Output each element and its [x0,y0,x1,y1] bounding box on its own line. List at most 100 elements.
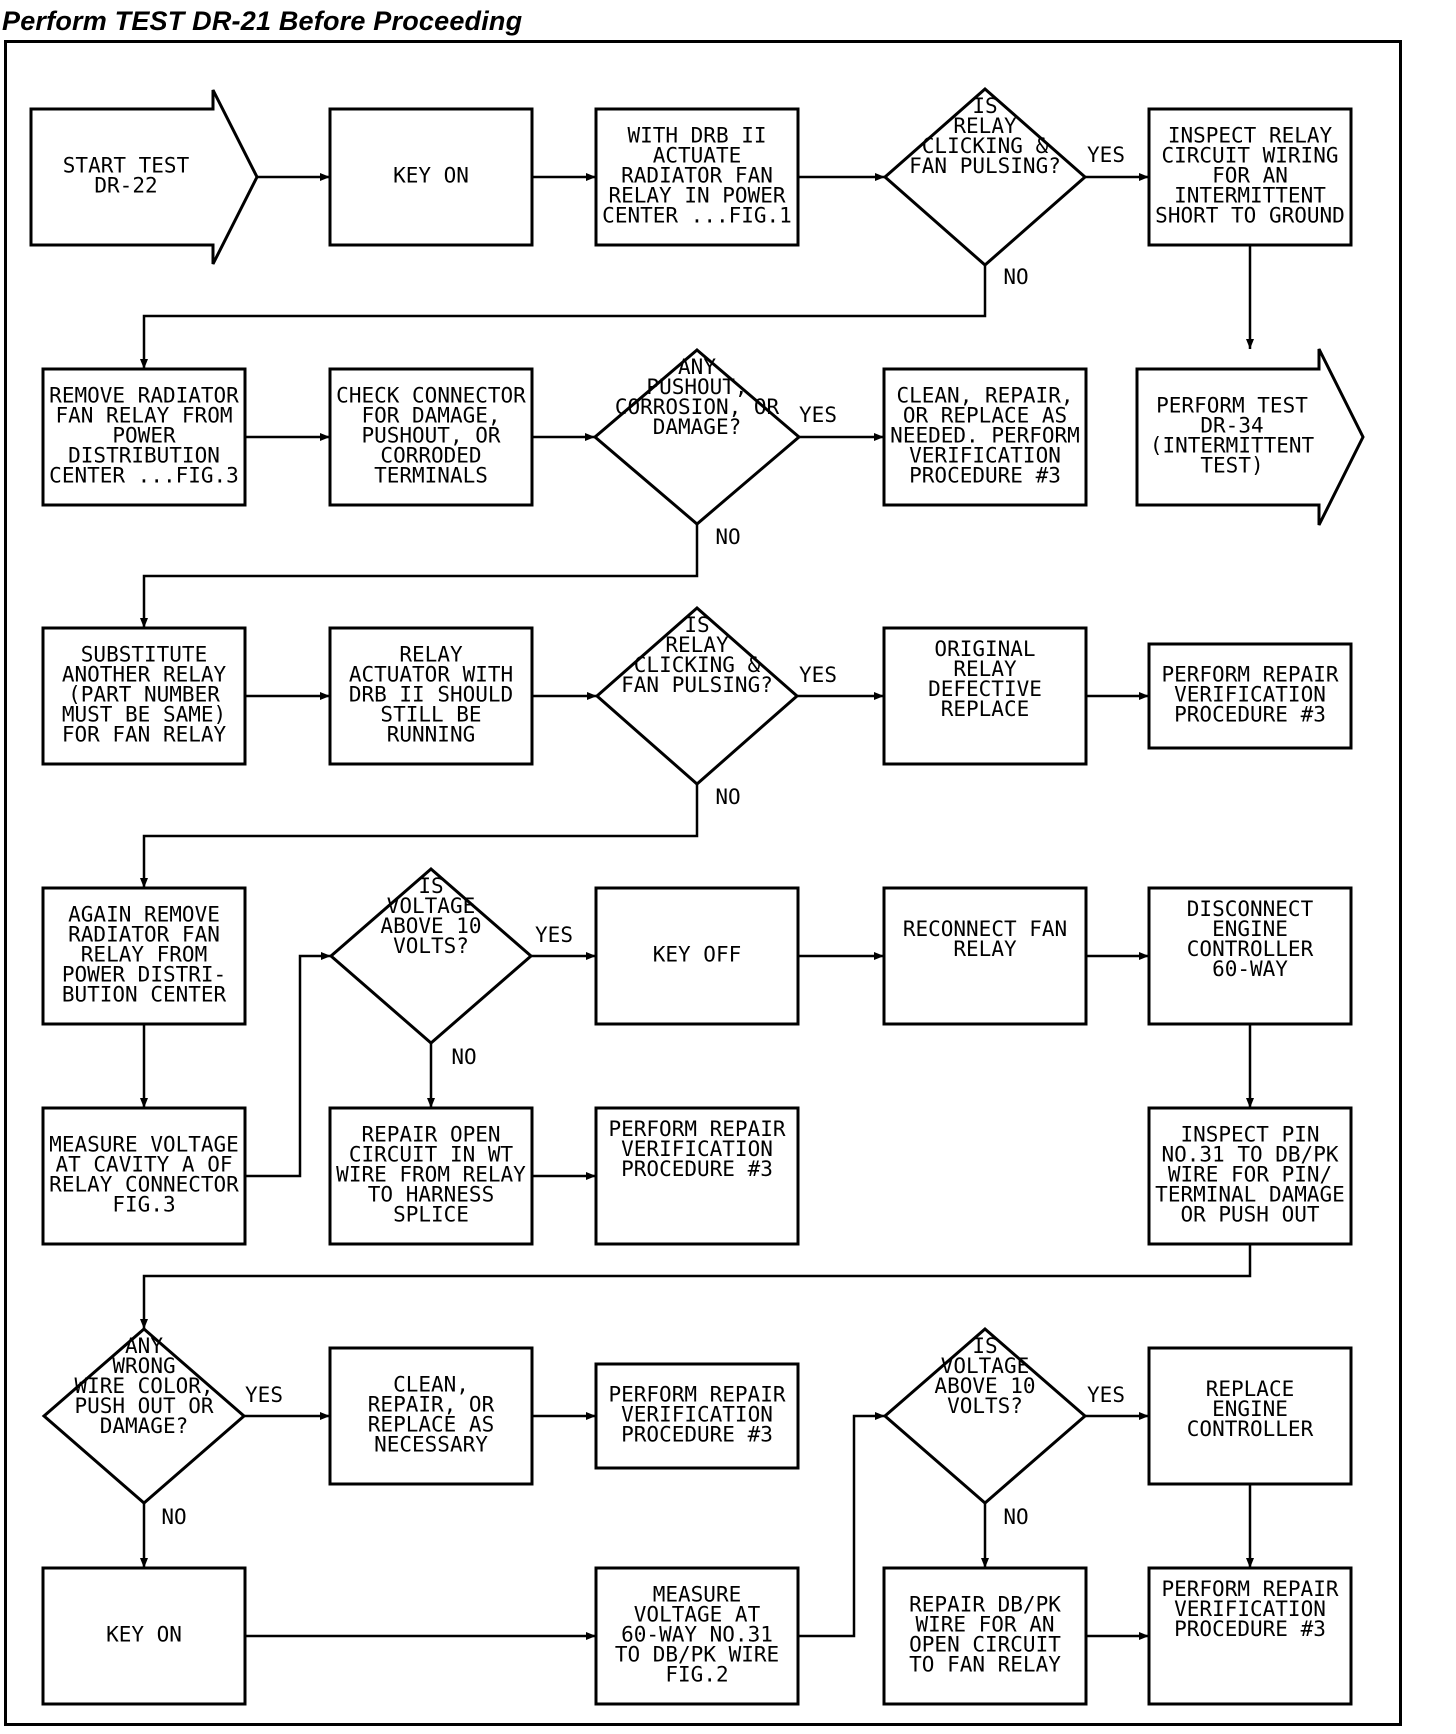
process-box [1147,107,1353,247]
node-label-line: VOLTAGE [941,1354,1030,1378]
node-label-line: MUST BE SAME) [62,703,226,727]
node-label-line: PROCEDURE #3 [621,1157,773,1181]
node-label-line: VOLTAGE AT [634,1603,761,1627]
node-label-line: INSPECT PIN [1180,1123,1319,1147]
node-label-line: PUSHOUT, OR [361,424,500,448]
process-box [41,367,247,507]
node-label-line: FIG.3 [112,1193,175,1217]
node-label-line: VOLTS? [947,1394,1023,1418]
process-box [594,886,800,1026]
node-label-line: CORROSION, OR [615,395,780,419]
node-label-line: PERFORM REPAIR [608,1117,785,1141]
edge-no-clicking-1 [140,265,987,369]
node-label-line: REMOVE RADIATOR [49,384,239,408]
process-box [882,367,1088,507]
node-label-line: TO HARNESS [368,1183,494,1207]
node-label-line: PUSH OUT OR [74,1394,213,1418]
node-label-line: 60-WAY NO.31 [621,1623,773,1647]
process-box [1147,1346,1353,1486]
node-label-line: TERMINAL DAMAGE [1155,1183,1345,1207]
page-title: Perform TEST DR-21 Before Proceeding [2,6,523,36]
node-label-line: RELAY [953,937,1017,961]
node-label-line: CONTROLLER [1187,1417,1314,1441]
node-label-line: ANY [678,355,716,379]
node-label-line: ANOTHER RELAY [62,663,227,687]
node-label-line: VERIFICATION [621,1403,773,1427]
node-label-line: CLEAN, [393,1373,469,1397]
node-label-line: FAN PULSING? [909,154,1061,178]
node-label-line: IS [418,874,443,898]
edge-label-yes-3: YES [799,663,837,687]
process-box [594,107,800,247]
node-label-line: WIRE FOR PIN/ [1168,1163,1332,1187]
node-label-line: NO.31 TO DB/PK [1161,1143,1338,1167]
process-box [1147,886,1353,1026]
node-label-line: IS [684,613,709,637]
node-label-line: REPLACE [941,697,1030,721]
node-label-line: PROCEDURE #3 [909,464,1061,488]
node-label-line: REPAIR DB/PK [909,1593,1061,1617]
node-label-line: ENGINE [1212,917,1288,941]
node-label-line: SUBSTITUTE [81,643,207,667]
node-label-line: VERIFICATION [1174,1597,1326,1621]
decision-diamond [328,867,534,1045]
node-label-line: CONTROLLER [1187,937,1314,961]
edge-measure-60way-dec-voltage-2 [798,1412,885,1638]
node-label-line: OPEN CIRCUIT [909,1633,1061,1657]
node-label-line: RELAY [665,633,729,657]
node-label-line: ABOVE 10 [934,1374,1035,1398]
node-label-line: RELAY [953,657,1017,681]
edge-label-yes-4: YES [535,923,573,947]
node-label-line: AT CAVITY A OF [55,1153,232,1177]
process-box [41,1566,247,1706]
node-label-line: MEASURE VOLTAGE [49,1133,239,1157]
node-label-line: DISTRIBUTION [68,444,220,468]
edge-measure-cavity-dec-voltage-1 [245,952,331,1178]
node-label-line: IS [972,94,997,118]
node-label-line: NEEDED. PERFORM [890,424,1080,448]
connector-arrow-shape [29,89,259,265]
edge-inspect-pin-dec-wrong-wire [140,1244,1252,1329]
node-label-line: START TEST [63,154,190,178]
node-label-line: KEY ON [106,1623,182,1647]
node-label-line: (PART NUMBER [68,683,220,707]
node-label-line: FOR DAMAGE, [361,404,500,428]
node-label-line: PROCEDURE #3 [1174,703,1326,727]
node-label-line: AGAIN REMOVE [68,903,220,927]
decision-diamond [882,87,1088,267]
node-label-line: DR-22 [94,174,157,198]
node-label-line: PERFORM REPAIR [608,1383,785,1407]
node-label-line: RADIATOR FAN [621,164,773,188]
process-box [882,626,1088,766]
process-box [594,1362,800,1470]
node-label-line: DR-34 [1200,414,1263,438]
node-label-line: RECONNECT FAN [903,917,1067,941]
node-label-line: TEST) [1200,454,1263,478]
node-label-line: ORIGINAL [934,637,1035,661]
edge-label-no-6: NO [1003,1505,1028,1529]
node-label-line: CORRODED [380,444,481,468]
process-box [594,1566,800,1706]
node-label-line: REPAIR OPEN [361,1123,500,1147]
node-label-line: SHORT TO GROUND [1155,204,1345,228]
process-box [41,886,247,1026]
node-label-line: WIRE FOR AN [915,1613,1054,1637]
node-label-line: PERFORM REPAIR [1161,1577,1338,1601]
node-label-line: FOR FAN RELAY [62,723,227,747]
node-label-line: SPLICE [393,1203,469,1227]
node-label-line: BUTION CENTER [62,983,227,1007]
